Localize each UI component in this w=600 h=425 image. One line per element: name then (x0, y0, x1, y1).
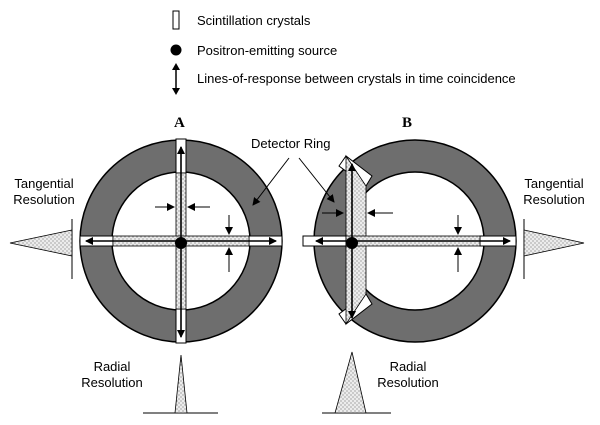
lor-arrows-b (315, 163, 511, 319)
tangential-right-label-2: Resolution (523, 192, 585, 207)
tangential-profile-left (9, 219, 73, 279)
panel-label-a: A (174, 115, 185, 131)
detector-ring-pointers (252, 157, 335, 206)
lor-arrows-a (85, 146, 277, 338)
legend-source-icon (170, 44, 182, 56)
tangential-left-label-1: Tangential (14, 176, 74, 191)
legend-crystals-label: Scintillation crystals (197, 13, 311, 28)
detector-ring-label: Detector Ring (251, 136, 331, 151)
radial-a-label-1: Radial (93, 359, 131, 374)
tangential-profile-right (523, 219, 585, 279)
legend-source-label: Positron-emitting source (197, 43, 338, 58)
legend-lor-icon (172, 63, 180, 95)
panel-label-b: B (402, 115, 413, 131)
radial-profile-a (143, 354, 218, 414)
tangential-left-label-2: Resolution (13, 192, 75, 207)
source-a (175, 237, 187, 249)
width-arrows-a (155, 203, 233, 272)
radial-profile-b (322, 351, 391, 414)
tangential-right-label-1: Tangential (524, 176, 584, 191)
radial-a-label-2: Resolution (81, 375, 143, 390)
radial-b-label-2: Resolution (377, 375, 439, 390)
radial-b-label-1: Radial (389, 359, 427, 374)
legend-lor-label: Lines-of-response between crystals in ti… (197, 71, 516, 86)
legend-crystal-icon (172, 10, 180, 30)
source-b (346, 237, 358, 249)
width-arrows-b (322, 209, 462, 272)
